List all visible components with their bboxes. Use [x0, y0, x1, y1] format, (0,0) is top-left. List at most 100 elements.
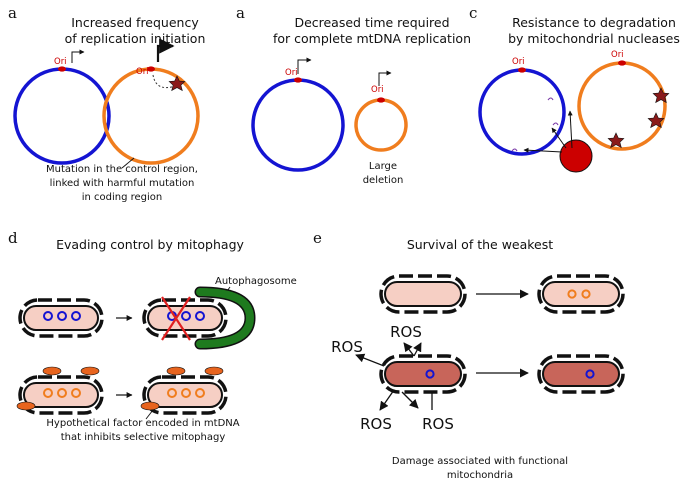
outer-membrane	[537, 354, 625, 394]
mutation-star-icon	[652, 87, 670, 104]
caption: linked with harmful mutation	[50, 178, 195, 189]
panel-title: by mitochondrial nucleases	[508, 31, 680, 46]
ros-label: ROS	[331, 338, 363, 356]
caption-pointer	[145, 409, 154, 420]
mitochondrion-targeted	[142, 298, 228, 338]
wild-type-mtdna-circle	[251, 78, 345, 172]
caption: that inhibits selective mitophagy	[61, 432, 226, 443]
mtdna-nucleoid	[57, 311, 67, 321]
enhanced-transcription-arrow	[156, 38, 175, 62]
mtdna-nucleoid	[71, 311, 81, 321]
inner-membrane	[23, 305, 99, 331]
mtdna-nucleoid	[71, 388, 81, 398]
ros-label: ROS	[360, 415, 392, 433]
inhibitory-factor	[166, 366, 186, 376]
caption: Hypothetical factor encoded in mtDNA	[46, 418, 239, 429]
outer-membrane	[537, 274, 625, 314]
replication-origin	[294, 77, 302, 83]
ros-arrow	[355, 353, 385, 367]
wild-type-mtdna-circle	[478, 68, 566, 156]
inner-membrane	[23, 382, 99, 408]
panel-title: Resistance to degradation	[512, 15, 676, 30]
linkage-dashed-line	[152, 74, 176, 89]
outer-membrane	[142, 298, 228, 338]
ori-label: Ori	[371, 85, 384, 95]
transcription-arrow	[378, 70, 392, 86]
mtdna-nucleoid	[43, 311, 53, 321]
panel-d-evading-mitophagy: d Evading control by mitophagy Autophago…	[8, 229, 297, 443]
caption-pointer	[121, 157, 135, 169]
ros-arrow	[379, 389, 395, 411]
caption: deletion	[363, 175, 404, 186]
mitochondrion	[537, 274, 625, 314]
inner-membrane	[384, 281, 462, 307]
mutation-star-icon	[647, 112, 665, 129]
ori-label: Ori	[512, 57, 525, 67]
autophagosome-label: Autophagosome	[215, 276, 297, 287]
panel-title: Increased frequency	[71, 15, 199, 30]
mitochondrion-mutant	[142, 375, 228, 415]
wild-type-mtdna-circle	[13, 67, 111, 165]
ros-label: ROS	[390, 323, 422, 341]
mutation-star-icon	[607, 132, 625, 149]
mutant-mtdna-circle	[577, 61, 667, 151]
outer-membrane	[18, 375, 104, 415]
replication-origin	[518, 67, 526, 73]
mtdna-nucleoid	[57, 388, 67, 398]
panel-title: Evading control by mitophagy	[56, 237, 244, 252]
mtdna-nucleoid	[567, 289, 577, 299]
mitochondrion-damaged	[379, 354, 467, 394]
nuclease-arrow	[567, 110, 573, 149]
transcription-arrow	[297, 57, 312, 74]
panel-letter: a	[236, 4, 245, 22]
nuclease-arrow	[551, 127, 567, 149]
panel-title: Survival of the weakest	[407, 237, 553, 252]
replication-origin	[377, 97, 385, 103]
mtdna-nucleoid	[167, 388, 177, 398]
caption: mitochondria	[447, 470, 513, 481]
caption: Damage associated with functional	[392, 456, 568, 467]
inner-membrane	[147, 305, 223, 331]
caption: Mutation in the control region,	[46, 164, 198, 175]
ros-arrow	[403, 342, 415, 357]
outer-membrane	[379, 274, 467, 314]
outer-membrane	[142, 375, 228, 415]
nuclease-arrow	[523, 147, 563, 153]
nuclease-icon	[559, 139, 593, 173]
mtdna-nucleoid	[581, 289, 591, 299]
ros-arrow	[413, 342, 422, 357]
mtdna-nucleoid	[585, 369, 595, 379]
outer-membrane	[18, 298, 104, 338]
mitochondrion-mutant	[18, 375, 104, 415]
transcription-arrow	[71, 49, 85, 63]
panel-title: for complete mtDNA replication	[273, 31, 471, 46]
autophagosome	[196, 288, 255, 348]
inhibitory-factor	[16, 401, 36, 411]
panel-letter: c	[469, 4, 477, 22]
replication-origin	[147, 66, 155, 72]
inner-membrane	[542, 361, 620, 387]
mitochondrion-damaged	[537, 354, 625, 394]
inhibitory-factor	[42, 366, 62, 376]
mtdna-nucleoid	[195, 311, 205, 321]
inhibitory-factor	[204, 366, 224, 376]
mutation-star-icon	[168, 75, 186, 92]
replication-origin	[618, 60, 626, 66]
mtdna-nucleoid	[425, 369, 435, 379]
inner-membrane	[147, 382, 223, 408]
mtdna-nucleoid	[195, 388, 205, 398]
replication-origin	[58, 66, 66, 72]
mitochondrion	[18, 298, 104, 338]
mutant-mtdna-circle	[102, 67, 200, 165]
panel-a-replication-time: a Decreased time required for complete m…	[236, 4, 471, 186]
panel-e-survival-of-weakest: e Survival of the weakest	[313, 229, 625, 481]
ori-label: Ori	[136, 67, 149, 77]
panel-letter: a	[8, 4, 17, 22]
inner-membrane	[542, 281, 620, 307]
mitochondrion	[379, 274, 467, 314]
ori-label: Ori	[285, 68, 298, 78]
panel-title: of replication initiation	[65, 31, 206, 46]
panel-c-nuclease-resistance: c Resistance to degradation by mitochond…	[469, 4, 680, 173]
panel-letter: e	[313, 229, 322, 247]
